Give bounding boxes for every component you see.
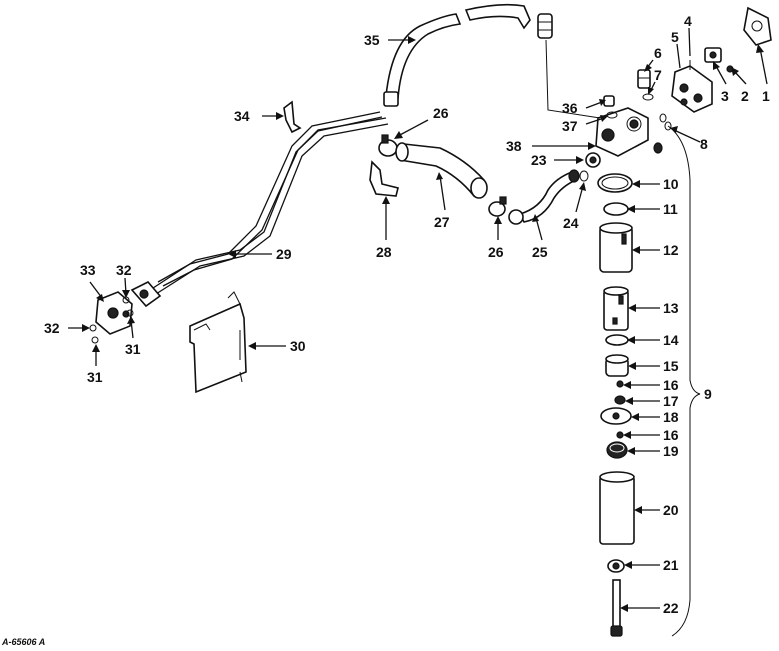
callout-13: 13	[663, 300, 679, 316]
callout-2: 2	[741, 88, 749, 104]
part-12	[599, 222, 633, 273]
part-flange	[130, 281, 162, 308]
part-15	[605, 354, 629, 377]
part-3	[704, 47, 722, 63]
callout-15: 15	[663, 358, 679, 374]
part-20	[599, 471, 635, 545]
part-35	[383, 3, 553, 107]
part-26a	[378, 134, 398, 157]
part-22	[610, 579, 623, 637]
callout-29: 29	[276, 246, 292, 262]
callout-4: 4	[684, 13, 692, 29]
part-31a	[91, 336, 99, 344]
callout-33: 33	[80, 262, 96, 278]
part-8a	[659, 113, 667, 123]
part-26b	[488, 196, 507, 217]
part-16a	[616, 380, 624, 388]
part-21	[607, 559, 625, 573]
part-29-tubes	[149, 111, 389, 295]
callout-32a: 32	[44, 320, 60, 336]
callout-22: 22	[663, 600, 679, 616]
part-37	[606, 111, 618, 119]
part-24	[579, 170, 589, 182]
callout-31a: 31	[87, 369, 103, 385]
callout-11: 11	[663, 201, 678, 217]
callout-32b: 32	[116, 262, 132, 278]
callout-28: 28	[376, 244, 392, 260]
callout-9: 9	[704, 386, 712, 402]
callout-6: 6	[654, 45, 662, 61]
part-plug	[653, 142, 663, 154]
part-27	[395, 142, 488, 199]
part-11	[603, 202, 629, 216]
bracket-9	[667, 125, 701, 637]
part-32a	[89, 324, 97, 332]
part-31b	[126, 309, 134, 317]
part-18	[600, 407, 632, 425]
reference-code: A-65606 A	[1, 637, 45, 647]
callout-16b: 16	[663, 427, 679, 443]
part-33	[95, 291, 133, 335]
part-gasket	[743, 6, 772, 46]
callout-3: 3	[721, 88, 729, 104]
callout-24: 24	[563, 215, 579, 231]
callout-27: 27	[434, 214, 450, 230]
callout-25: 25	[532, 244, 548, 260]
callout-20: 20	[663, 502, 679, 518]
part-34	[283, 100, 302, 134]
callout-23: 23	[531, 152, 547, 168]
part-16b	[616, 431, 624, 439]
part-30	[189, 291, 247, 394]
part-6	[637, 69, 651, 89]
part-13	[603, 286, 629, 331]
callout-16a: 16	[663, 377, 679, 393]
part-28	[369, 160, 399, 197]
leader-line-35	[545, 39, 601, 119]
callout-7: 7	[654, 67, 662, 83]
callout-14: 14	[663, 332, 679, 348]
callout-31b: 31	[125, 341, 141, 357]
callout-38: 38	[506, 138, 522, 154]
callout-5: 5	[671, 29, 679, 45]
callout-26a: 26	[433, 105, 449, 121]
callout-17: 17	[663, 393, 679, 409]
callout-37: 37	[562, 118, 578, 134]
callout-labels: 1 2 3 4 5 6 7 8 9 10 11 12 13 14 15 16 1…	[44, 13, 770, 616]
callout-30: 30	[290, 338, 306, 354]
part-pump-body	[671, 60, 713, 113]
part-17	[614, 395, 626, 405]
part-8b	[664, 121, 672, 131]
callout-18: 18	[663, 409, 679, 425]
part-19	[606, 441, 628, 459]
callout-19: 19	[663, 443, 679, 459]
part-36	[603, 95, 615, 107]
part-14	[605, 334, 629, 346]
callout-36: 36	[562, 100, 578, 116]
callout-1: 1	[762, 88, 770, 104]
leader-lines	[68, 27, 768, 612]
callout-26b: 26	[488, 244, 504, 260]
callout-8: 8	[700, 136, 708, 152]
part-filter-head	[595, 107, 649, 157]
callout-10: 10	[663, 176, 679, 192]
callout-35: 35	[364, 32, 380, 48]
callout-34: 34	[234, 108, 250, 124]
callout-12: 12	[663, 242, 679, 258]
callout-21: 21	[663, 557, 679, 573]
part-25	[508, 169, 580, 225]
